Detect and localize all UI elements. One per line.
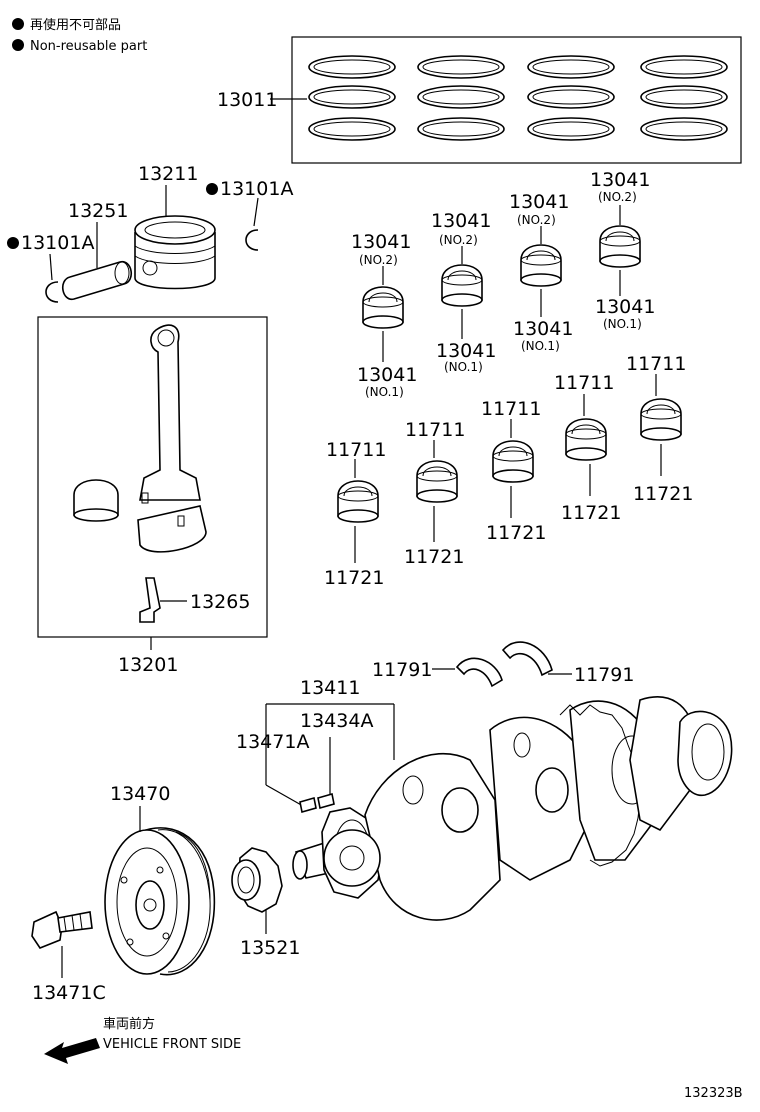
label-13521: 13521 — [240, 937, 300, 959]
snap-ring-right: 13101A — [206, 178, 293, 251]
vehicle-front-indicator: 車両前方 VEHICLE FRONT SIDE — [44, 1016, 241, 1064]
thrust-washer-left: 11791 — [372, 657, 503, 688]
label-no2: (NO.2) — [598, 190, 637, 204]
main-bearing-1: 11711 11721 — [324, 439, 386, 589]
front-side-en-text: VEHICLE FRONT SIDE — [103, 1037, 241, 1052]
snap-ring-left: 13101A — [7, 232, 94, 303]
crankshaft — [292, 696, 733, 921]
label-13041: 13041 — [351, 231, 411, 253]
main-bearing-2: 11711 11721 — [404, 419, 465, 568]
label-13041: 13041 — [436, 340, 496, 362]
label-13265: 13265 — [190, 591, 250, 613]
label-no1: (NO.1) — [365, 385, 404, 399]
non-reusable-marker-icon — [12, 39, 24, 51]
label-11721: 11721 — [404, 546, 464, 568]
thrust-washer-right: 11791 — [501, 641, 634, 686]
main-bearing-3: 11711 11721 — [481, 398, 546, 544]
crank-sprocket: 13521 — [231, 847, 300, 959]
main-bearing-5: 11711 11721 — [626, 353, 693, 505]
label-11711: 11711 — [405, 419, 465, 441]
legend-jp-text: 再使用不可部品 — [30, 17, 121, 33]
label-13471c: 13471C — [32, 982, 106, 1004]
label-11711: 11711 — [481, 398, 541, 420]
label-13201: 13201 — [118, 654, 178, 676]
connecting-rod-box — [37, 316, 268, 638]
label-13041: 13041 — [509, 191, 569, 213]
connecting-rod-assembly: 13265 13201 — [37, 316, 268, 676]
left-arrow-icon — [44, 1038, 100, 1064]
piston-pin: 13251 — [62, 200, 132, 300]
label-13041: 13041 — [513, 318, 573, 340]
label-11721: 11721 — [633, 483, 693, 505]
label-13011: 13011 — [217, 89, 277, 111]
drawing-number: 132323B — [684, 1086, 743, 1101]
crankshaft-leaders: 13411 13434A 13471A — [236, 677, 395, 807]
legend-en-text: Non-reusable part — [30, 39, 147, 54]
label-13211: 13211 — [138, 163, 198, 185]
rod-bearing-1: 13041 (NO.2) 13041 (NO.1) — [351, 231, 417, 399]
non-reusable-marker-icon — [12, 18, 24, 30]
front-side-jp-text: 車両前方 — [103, 1016, 155, 1032]
piston-ring-box — [291, 36, 742, 164]
label-13471a: 13471A — [236, 731, 309, 753]
piston-ring-set: 13011 — [217, 36, 742, 164]
label-13251: 13251 — [68, 200, 128, 222]
label-13041: 13041 — [590, 169, 650, 191]
label-11711: 11711 — [326, 439, 386, 461]
label-13470: 13470 — [110, 783, 170, 805]
non-reusable-marker-icon — [7, 237, 19, 249]
piston: 13211 — [134, 163, 216, 290]
label-11791-right: 11791 — [574, 664, 634, 686]
ring-stack-1 — [308, 55, 396, 141]
main-bearing-4: 11711 11721 — [554, 372, 621, 524]
rod-bearing-4: 13041 (NO.2) 13041 (NO.1) — [590, 169, 655, 331]
ring-stack-4 — [640, 55, 728, 141]
legend: 再使用不可部品 Non-reusable part — [12, 17, 147, 54]
label-13041: 13041 — [595, 296, 655, 318]
label-11711: 11711 — [554, 372, 614, 394]
rod-bearing-3: 13041 (NO.2) 13041 (NO.1) — [509, 191, 573, 353]
non-reusable-marker-icon — [206, 183, 218, 195]
label-no2: (NO.2) — [439, 233, 478, 247]
crank-timing-sprocket — [323, 829, 381, 887]
label-13041: 13041 — [431, 210, 491, 232]
label-no2: (NO.2) — [517, 213, 556, 227]
label-13411: 13411 — [300, 677, 360, 699]
label-13101a-left: 13101A — [21, 232, 94, 254]
label-13101a-top: 13101A — [220, 178, 293, 200]
label-13434a: 13434A — [300, 710, 373, 732]
label-11721: 11721 — [486, 522, 546, 544]
label-13041: 13041 — [357, 364, 417, 386]
ring-stack-3 — [527, 55, 615, 141]
pulley-bolt: 13471C — [31, 910, 106, 1004]
label-no1: (NO.1) — [521, 339, 560, 353]
label-11721: 11721 — [561, 502, 621, 524]
rod-bearing-2: 13041 (NO.2) 13041 (NO.1) — [431, 210, 496, 374]
label-no2: (NO.2) — [359, 253, 398, 267]
crankshaft-pulley: 13470 — [104, 783, 216, 976]
label-11711: 11711 — [626, 353, 686, 375]
label-no1: (NO.1) — [603, 317, 642, 331]
label-no1: (NO.1) — [444, 360, 483, 374]
label-11791-left: 11791 — [372, 659, 432, 681]
ring-stack-2 — [417, 55, 505, 141]
label-11721: 11721 — [324, 567, 384, 589]
crank-keys — [299, 792, 335, 814]
